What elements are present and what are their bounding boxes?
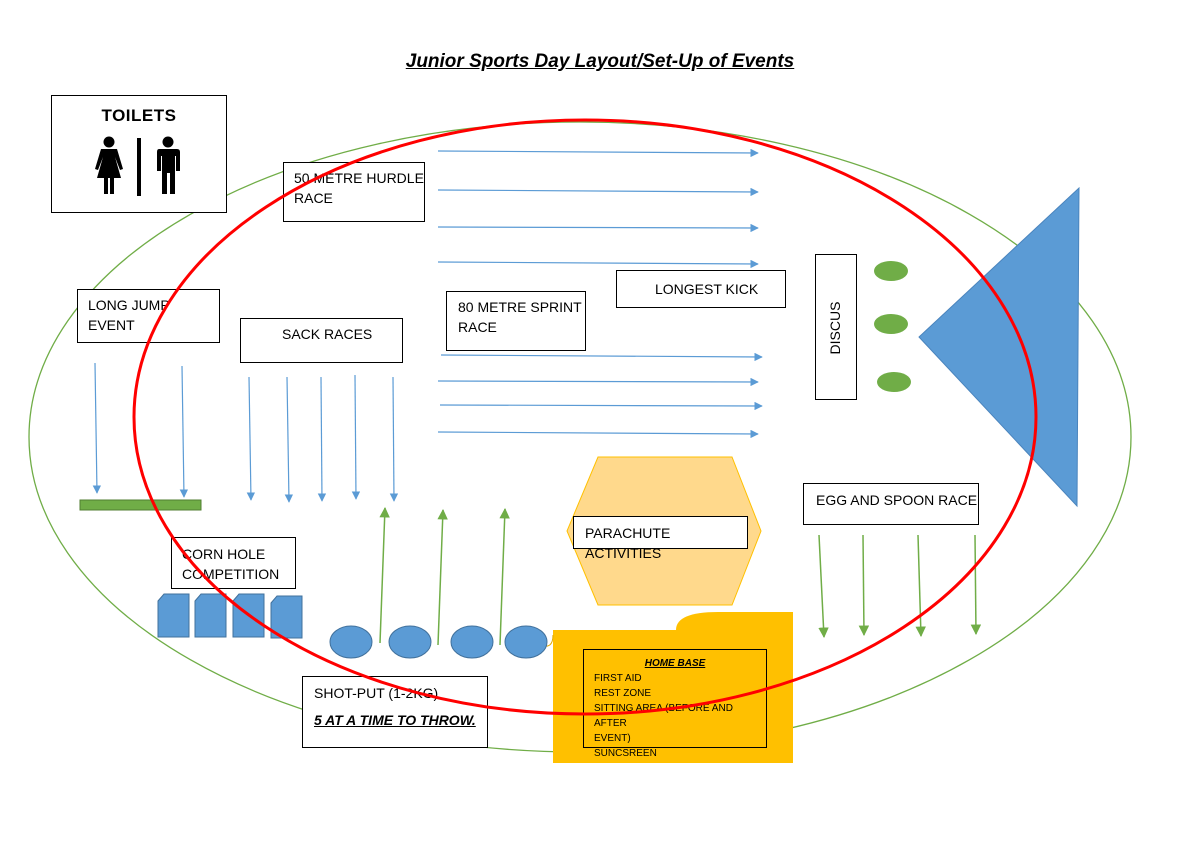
home-base-item: FIRST AID [594,673,642,684]
discus-marker [877,372,911,392]
sack-races-label: SACK RACES [282,326,373,342]
long-jump-label-line1: LONG JUMP [88,297,170,313]
shot-put-arrows [379,506,510,646]
longest-kick-box: LONGEST KICK [616,270,786,308]
hurdle-race-label-line2: RACE [294,190,333,206]
corn-hole-boards [157,593,303,639]
egg-spoon-arrows [818,534,982,639]
egg-spoon-race-label: EGG AND SPOON RACE [816,492,978,508]
sprint-lane-arrows [437,352,763,439]
long-jump-box: LONG JUMP EVENT [77,289,220,343]
sack-races-box: SACK RACES [240,318,403,363]
home-base-item: EVENT) [594,733,631,744]
shot-put-box: SHOT-PUT (1-2KG) 5 AT A TIME TO THROW. [302,676,488,748]
sprint-race-box: 80 METRE SPRINT RACE [446,291,586,351]
corn-hole-label-line1: CORN HOLE [182,546,266,562]
hurdle-lane-arrows [437,148,759,269]
discus-marker [874,314,908,334]
discus-marker [874,261,908,281]
page-title: Junior Sports Day Layout/Set-Up of Event… [405,51,795,72]
parachute-activities-box: PARACHUTE ACTIVITIES [573,516,748,561]
discus-area-triangle [918,186,1080,508]
parachute-activities-label: PARACHUTE ACTIVITIES [585,525,671,561]
home-base-item: SUNCSREEN [594,748,657,759]
long-jump-arrows [92,362,189,498]
shot-put-label: SHOT-PUT (1-2KG) [314,685,439,701]
corn-hole-label-line2: COMPETITION [182,566,280,582]
sprint-race-label-line2: RACE [458,319,497,335]
toilets-label: TOILETS [101,106,177,125]
hurdle-race-label-line1: 50 METRE HURDLE [294,170,424,186]
sprint-race-label-line1: 80 METRE SPRINT [458,299,582,315]
discus-label: DISCUS [827,301,843,355]
longest-kick-label: LONGEST KICK [655,281,759,297]
corn-hole-box: CORN HOLE COMPETITION [171,537,296,589]
egg-spoon-race-box: EGG AND SPOON RACE [803,483,979,525]
discus-box: DISCUS [815,254,857,400]
hurdle-race-box: 50 METRE HURDLE RACE [283,162,425,222]
home-base-box: HOME BASE FIRST AID REST ZONE SITTING AR… [583,649,767,759]
home-base-item: SITTING AREA (BEFORE AND AFTER [594,703,733,729]
home-base-heading: HOME BASE [644,658,706,669]
long-jump-bar [79,499,202,511]
sack-race-arrows [246,374,399,503]
long-jump-label-line2: EVENT [88,317,135,333]
shot-put-note: 5 AT A TIME TO THROW. [314,712,476,728]
restroom-icon [95,136,180,196]
home-base-item: REST ZONE [594,688,652,699]
toilets-box: TOILETS [51,95,227,213]
